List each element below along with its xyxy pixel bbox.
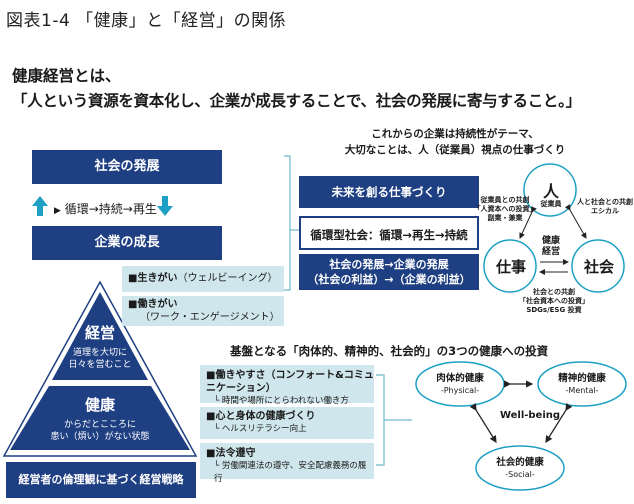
society-development-box: 社会の発展 bbox=[32, 150, 222, 184]
label-society-cocreation: 人と社会との共創 エシカル bbox=[577, 198, 633, 215]
pyramid bbox=[2, 280, 198, 457]
cycle-text: ▶ 循環→持続→再生 bbox=[54, 202, 157, 216]
keiei-title: 経営 bbox=[84, 324, 115, 342]
pyramid-keiei: 経営 道理を大切に 日々を営むこと bbox=[50, 322, 150, 371]
physical-label: 肉体的健康 -Physical- bbox=[436, 373, 484, 395]
pyramid-top-section bbox=[52, 292, 148, 380]
society-corp-profit-box: 社会の発展→企業の発展 （社会の利益）→（企業の利益） bbox=[299, 254, 479, 290]
up-arrow-icon bbox=[32, 196, 48, 216]
keiei-desc-1: 道理を大切に bbox=[72, 348, 127, 358]
work-circle bbox=[483, 239, 537, 293]
work-label: 仕事 bbox=[495, 258, 526, 276]
arrow-person-society bbox=[564, 204, 587, 239]
pyramid-kenko: 健康 からだとこころに 患い（煩い）がない状態 bbox=[25, 394, 175, 443]
investment-item-comfort: ■働きやすさ（コンフォート&コミュニケーション） └ 時間や場所にとらわれない働… bbox=[200, 365, 374, 406]
kenko-desc-2: 患い（煩い）がない状態 bbox=[50, 432, 150, 442]
investment-item-health: ■心と身体の健康づくり └ ヘルスリテラシー向上 bbox=[200, 407, 374, 439]
person-sub-label: 従業員 bbox=[540, 200, 562, 208]
wellbeing-center-label: Well-being bbox=[499, 410, 561, 421]
arrow-physical-social bbox=[469, 403, 497, 444]
cycle-arrows bbox=[32, 196, 173, 216]
social-label: 社会的健康 -Social- bbox=[496, 457, 544, 479]
pyramid-bottom-section bbox=[10, 386, 190, 450]
society-label: 社会 bbox=[583, 258, 614, 276]
wellbeing-item-hatarakigai: ■働きがい （ワーク・エンゲージメント） bbox=[122, 296, 284, 326]
wellbeing-item-ikigai: ■生きがい（ウェルビーイング） bbox=[122, 266, 284, 292]
circular-society-box: 循環型社会：循環→再生→持続 bbox=[299, 216, 479, 250]
bracket-connector bbox=[284, 155, 299, 291]
investment-heading: 基盤となる「肉体的、精神的、社会的」の3つの健康への投資 bbox=[230, 344, 549, 358]
investment-item-compliance: ■法令遵守 └ 労働関連法の遵守、安全配慮義務の履行 bbox=[200, 443, 374, 484]
arrow-person-work bbox=[519, 206, 537, 239]
society-circle bbox=[571, 239, 625, 293]
social-oval bbox=[475, 445, 565, 491]
center-label: 健康 経営 bbox=[541, 236, 560, 257]
right-section-title: これからの企業は持続性がテーマ、 大切なことは、人（従業員）視点の仕事づくり bbox=[344, 128, 566, 156]
circle-diagram bbox=[483, 163, 625, 293]
heading-line-1: 健康経営とは、 bbox=[12, 67, 121, 85]
keiei-desc-2: 日々を営むこと bbox=[68, 360, 132, 370]
person-label: 人 bbox=[542, 182, 559, 201]
wellbeing-ovals bbox=[415, 361, 627, 491]
arrow-mental-social bbox=[545, 403, 573, 444]
mental-oval bbox=[537, 361, 627, 407]
label-employee-cocreation: 従業員との共創 「人資本への投資」 副業・兼業 bbox=[473, 196, 537, 222]
kenko-desc-1: からだとこころに bbox=[63, 420, 136, 430]
person-circle bbox=[523, 163, 577, 217]
figure-title: 図表1-4 「健康」と「経営」の関係 bbox=[6, 11, 287, 31]
label-social-investment: 社会との共創 「社会資本への投資」 SDGs/ESG 投資 bbox=[519, 288, 589, 314]
corporate-growth-box: 企業の成長 bbox=[32, 226, 222, 260]
future-work-box: 未来を創る仕事づくり bbox=[299, 176, 479, 208]
heading-line-2: 「人という資源を資本化し、企業が成長することで、社会の発展に寄与すること。」 bbox=[12, 92, 581, 110]
bottom-connector bbox=[376, 374, 412, 466]
kenko-title: 健康 bbox=[84, 396, 115, 414]
base-strategy-bar: 経営者の倫理観に基づく経営戦略 bbox=[6, 462, 196, 498]
mental-label: 精神的健康 -Mental- bbox=[558, 373, 606, 395]
down-arrow-icon bbox=[157, 196, 173, 216]
